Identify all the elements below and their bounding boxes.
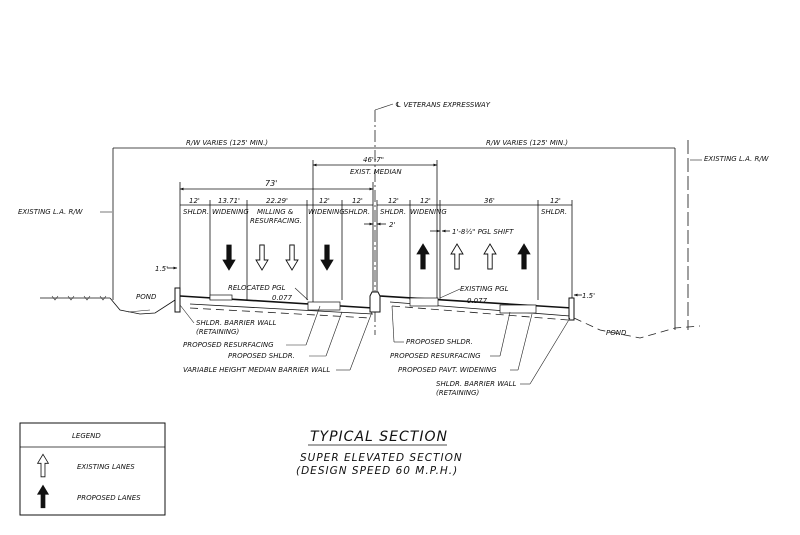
row-dimension: R/W VARIES (125' MIN.) R/W VARIES (125' …: [18, 139, 770, 330]
existing-lane-arrow: [285, 244, 299, 271]
lane-label: MILLING &: [257, 208, 294, 216]
section-subtitle-2: (DESIGN SPEED 60 M.P.H.): [296, 465, 458, 477]
retaining-left-label: (RETAINING): [196, 328, 239, 336]
proposed-widening-right-label: PROPOSED PAVT. WIDENING: [398, 366, 497, 374]
proposed-resurfacing-right-label: PROPOSED RESURFACING: [390, 352, 481, 360]
leader: [499, 311, 511, 357]
lane-label: WIDENING: [308, 208, 345, 216]
shldr-barrier-left-label: SHLDR. BARRIER WALL: [196, 319, 276, 327]
shldr-barrier-right-label: SHLDR. BARRIER WALL: [436, 380, 516, 388]
lane-label: WIDENING: [410, 208, 447, 216]
lanes-left-labels: 12' SHLDR. 13.71' WIDENING 22.29' MILLIN…: [183, 197, 370, 225]
ground-ticks: [51, 295, 107, 301]
median-barrier-label: VARIABLE HEIGHT MEDIAN BARRIER WALL: [183, 366, 330, 374]
slope-right: 0.077: [467, 297, 488, 305]
left-existing-grade: [189, 307, 371, 319]
lane-width: 36': [484, 197, 495, 205]
right-widening-block: [499, 304, 537, 314]
right-offset-label: 1.5': [582, 292, 595, 300]
cross-section-profile: POND POND: [40, 287, 701, 339]
legend-title: LEGEND: [72, 432, 101, 440]
median-barrier: [369, 291, 381, 313]
median-label: EXIST. MEDIAN: [350, 168, 402, 176]
lane-label: SHLDR.: [541, 208, 567, 216]
proposed-shldr-left-label: PROPOSED SHLDR.: [228, 352, 295, 360]
leader: [294, 287, 309, 301]
median-width: 46'-7": [363, 156, 384, 164]
lane-width: 12': [388, 197, 399, 205]
proposed-resurfacing-left-label: PROPOSED RESURFACING: [183, 341, 274, 349]
right-existing-grade: [391, 305, 569, 321]
lane-width: 13.71': [218, 197, 240, 205]
row-left-label: R/W VARIES (125' MIN.): [186, 139, 268, 147]
left-pavement-bottom: [189, 303, 374, 315]
overall-dimension: 73': [179, 179, 374, 191]
existing-lane-arrow: [450, 243, 464, 270]
lane-dividers: [179, 182, 573, 300]
lane-width: 12': [319, 197, 330, 205]
proposed-lane-arrow: [320, 244, 334, 271]
lane-width: 12': [189, 197, 200, 205]
median-dimension: 46'-7" EXIST. MEDIAN: [312, 156, 438, 305]
left-barrier-wall: [174, 287, 181, 313]
legend-existing-label: EXISTING LANES: [77, 463, 135, 471]
centerline-label: ℄ VETERANS EXPRESSWAY: [395, 101, 491, 109]
existing-lane-arrow: [255, 244, 269, 271]
section-title: TYPICAL SECTION: [310, 429, 448, 445]
existing-lane-arrow: [483, 243, 497, 270]
centerline-leader: [374, 103, 394, 111]
pond-left-water: [127, 309, 151, 313]
left-widening-block: [209, 294, 233, 301]
leader: [179, 304, 195, 324]
section-subtitle-1: SUPER ELEVATED SECTION: [300, 452, 463, 464]
lane-width: 12': [550, 197, 561, 205]
lane-width: 12': [352, 197, 363, 205]
retaining-right-label: (RETAINING): [436, 389, 479, 397]
proposed-lane-arrow: [416, 243, 430, 270]
leader: [349, 311, 373, 371]
right-shoulder-block: [409, 297, 439, 307]
legend-proposed-label: PROPOSED LANES: [77, 494, 141, 502]
lanes-right-labels: 12' SHLDR. 12' WIDENING 36' 12' SHLDR.: [380, 197, 567, 216]
leader: [517, 313, 533, 371]
small-dims: 2' 1'-8½" PGL SHIFT 1.5' 1.5': [155, 221, 595, 300]
pond-right-label: POND: [606, 329, 627, 337]
proposed-shldr-right-label: PROPOSED SHLDR.: [406, 338, 473, 346]
lane-width: 12': [420, 197, 431, 205]
lane-label: SHLDR.: [380, 208, 406, 216]
row-right-label: R/W VARIES (125' MIN.): [486, 139, 568, 147]
proposed-lane-arrow: [517, 243, 531, 270]
lane-arrows: [222, 243, 531, 271]
right-barrier-wall: [568, 297, 575, 321]
existing-ground-right: [573, 317, 701, 339]
left-shoulder-block: [307, 301, 341, 311]
relocated-pgl-label: RELOCATED PGL: [228, 284, 286, 292]
proposed-lane-arrow: [222, 244, 236, 271]
lane-label: SHLDR.: [344, 208, 370, 216]
title-block: TYPICAL SECTION SUPER ELEVATED SECTION (…: [296, 429, 463, 477]
lane-label: RESURFACING.: [250, 217, 302, 225]
pond-left: [109, 297, 179, 315]
existing-pgl-label: EXISTING PGL: [460, 285, 509, 293]
overall-width: 73': [265, 179, 277, 188]
lane-label: SHLDR.: [183, 208, 209, 216]
pond-left-label: POND: [136, 293, 157, 301]
lane-width: 22.29': [266, 197, 288, 205]
pgl-shift-label: 1'-8½" PGL SHIFT: [452, 228, 514, 236]
existing-row-left-label: EXISTING L.A. R/W: [18, 208, 84, 216]
two-ft-label: 2': [389, 221, 395, 229]
leader: [439, 288, 461, 299]
left-offset-label: 1.5': [155, 265, 168, 273]
lane-label: WIDENING: [212, 208, 249, 216]
legend: LEGEND EXISTING LANES PROPOSED LANES: [19, 422, 166, 516]
existing-row-right-label: EXISTING L.A. R/W: [704, 155, 770, 163]
leader: [529, 317, 571, 385]
callouts: RELOCATED PGL EXISTING PGL SHLDR. BARRIE…: [179, 284, 571, 397]
slope-left: 0.077: [272, 294, 293, 302]
leader: [391, 305, 395, 343]
leader: [305, 305, 321, 346]
leader: [325, 311, 343, 357]
